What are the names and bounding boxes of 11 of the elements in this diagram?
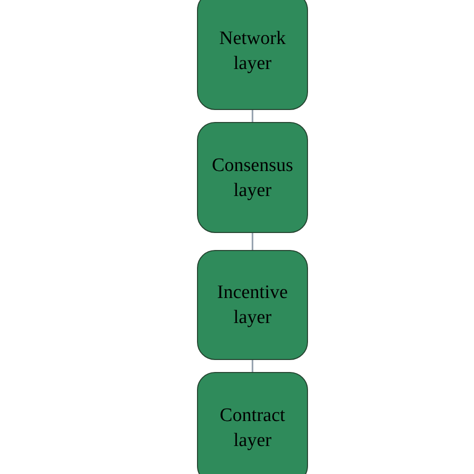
layer-label: Incentive layer	[216, 281, 289, 330]
connector-line	[252, 110, 254, 122]
connector-line	[252, 360, 254, 372]
layer-label: Contract layer	[218, 404, 286, 453]
layer-box	[197, 372, 308, 474]
layer-box	[197, 250, 308, 360]
connector-line	[252, 233, 254, 250]
layer-label: Network layer	[218, 27, 287, 76]
layer-label: Consensus layer	[210, 154, 294, 202]
layer-box	[197, 0, 308, 110]
layer-box	[197, 122, 308, 233]
